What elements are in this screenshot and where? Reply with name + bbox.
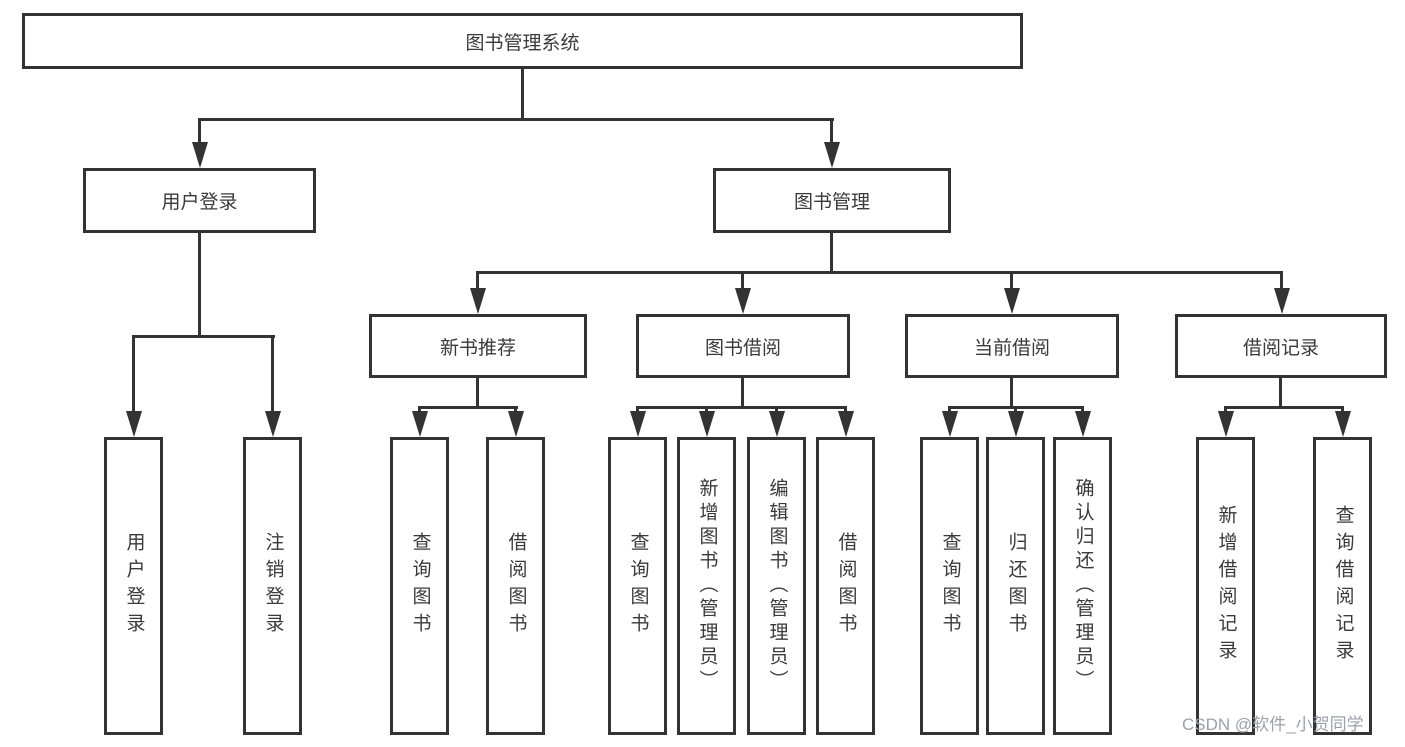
- leaf-return-book: 归还图书: [986, 437, 1045, 735]
- arrow-down-icon: [418, 406, 421, 411]
- leaf-label: 编辑图书（管理员）: [766, 478, 788, 694]
- arrow-down-icon: [775, 406, 778, 411]
- leaf-label: 注销登录: [262, 532, 284, 640]
- leaf-query-books-borrowing: 查询图书: [608, 437, 667, 735]
- node-label: 借阅记录: [1242, 337, 1319, 359]
- connector-line: [476, 376, 479, 408]
- node-label: 图书管理: [793, 192, 870, 213]
- connector-line: [1010, 376, 1013, 408]
- node-current-borrowing: 当前借阅: [905, 314, 1119, 378]
- arrow-down-icon: [198, 118, 201, 142]
- arrow-down-icon: [1081, 406, 1084, 411]
- leaf-label: 确认归还（管理员）: [1072, 478, 1094, 694]
- connector-line: [636, 406, 847, 409]
- connector-line: [132, 335, 275, 338]
- leaf-confirm-return-admin: 确认归还（管理员）: [1053, 437, 1112, 735]
- node-library-management-system: 图书管理系统: [22, 13, 1023, 69]
- leaf-add-book-admin: 新增图书（管理员）: [677, 437, 736, 735]
- leaf-label: 查询借阅记录: [1332, 505, 1354, 667]
- connector-line: [1224, 406, 1344, 409]
- leaf-query-books-recommend: 查询图书: [390, 437, 449, 735]
- leaf-query-books-current: 查询图书: [920, 437, 979, 735]
- arrow-down-icon: [636, 406, 639, 411]
- connector-line: [198, 118, 834, 121]
- arrow-down-icon: [514, 406, 517, 411]
- connector-line: [418, 406, 518, 409]
- arrow-down-icon: [741, 271, 744, 288]
- node-label: 图书借阅: [704, 337, 781, 359]
- arrow-down-icon: [1010, 271, 1013, 288]
- leaf-query-borrow-record: 查询借阅记录: [1313, 437, 1372, 735]
- node-new-book-recommendation: 新书推荐: [369, 314, 587, 378]
- leaf-label: 查询图书: [939, 532, 961, 640]
- node-book-management: 图书管理: [713, 168, 951, 233]
- leaf-add-borrow-record: 新增借阅记录: [1196, 437, 1255, 735]
- connector-line: [1279, 376, 1282, 408]
- connector-line: [477, 271, 1283, 274]
- arrow-down-icon: [1280, 271, 1283, 288]
- node-label: 图书管理系统: [465, 32, 580, 54]
- node-label: 用户登录: [161, 192, 238, 213]
- leaf-label: 查询图书: [409, 532, 431, 640]
- leaf-label: 借阅图书: [835, 532, 857, 640]
- arrow-down-icon: [476, 271, 479, 288]
- node-borrow-records: 借阅记录: [1175, 314, 1387, 378]
- leaf-label: 查询图书: [627, 532, 649, 640]
- connector-line: [521, 68, 524, 120]
- csdn-watermark: CSDN @软件_小贺同学: [1182, 715, 1364, 734]
- node-label: 当前借阅: [973, 337, 1050, 359]
- arrow-down-icon: [844, 406, 847, 411]
- arrow-down-icon: [948, 406, 951, 411]
- leaf-label: 借阅图书: [505, 532, 527, 640]
- node-book-borrowing: 图书借阅: [636, 314, 850, 378]
- connector-line: [830, 231, 833, 273]
- arrow-down-icon: [1014, 406, 1017, 411]
- arrow-down-icon: [132, 335, 135, 411]
- leaf-label: 归还图书: [1005, 532, 1027, 640]
- leaf-logout: 注销登录: [243, 437, 302, 735]
- arrow-down-icon: [830, 118, 833, 142]
- leaf-label: 用户登录: [123, 532, 145, 640]
- node-user-login: 用户登录: [83, 168, 316, 233]
- arrow-down-icon: [1224, 406, 1227, 411]
- leaf-label: 新增借阅记录: [1215, 505, 1237, 667]
- arrow-down-icon: [1341, 406, 1344, 411]
- node-label: 新书推荐: [439, 337, 516, 359]
- arrow-down-icon: [705, 406, 708, 411]
- arrow-down-icon: [271, 335, 274, 411]
- connector-line: [198, 231, 201, 337]
- leaf-user-login: 用户登录: [104, 437, 163, 735]
- leaf-edit-book-admin: 编辑图书（管理员）: [747, 437, 806, 735]
- leaf-borrow-books-borrowing: 借阅图书: [816, 437, 875, 735]
- connector-line: [741, 376, 744, 408]
- leaf-borrow-books-recommend: 借阅图书: [486, 437, 545, 735]
- leaf-label: 新增图书（管理员）: [696, 478, 718, 694]
